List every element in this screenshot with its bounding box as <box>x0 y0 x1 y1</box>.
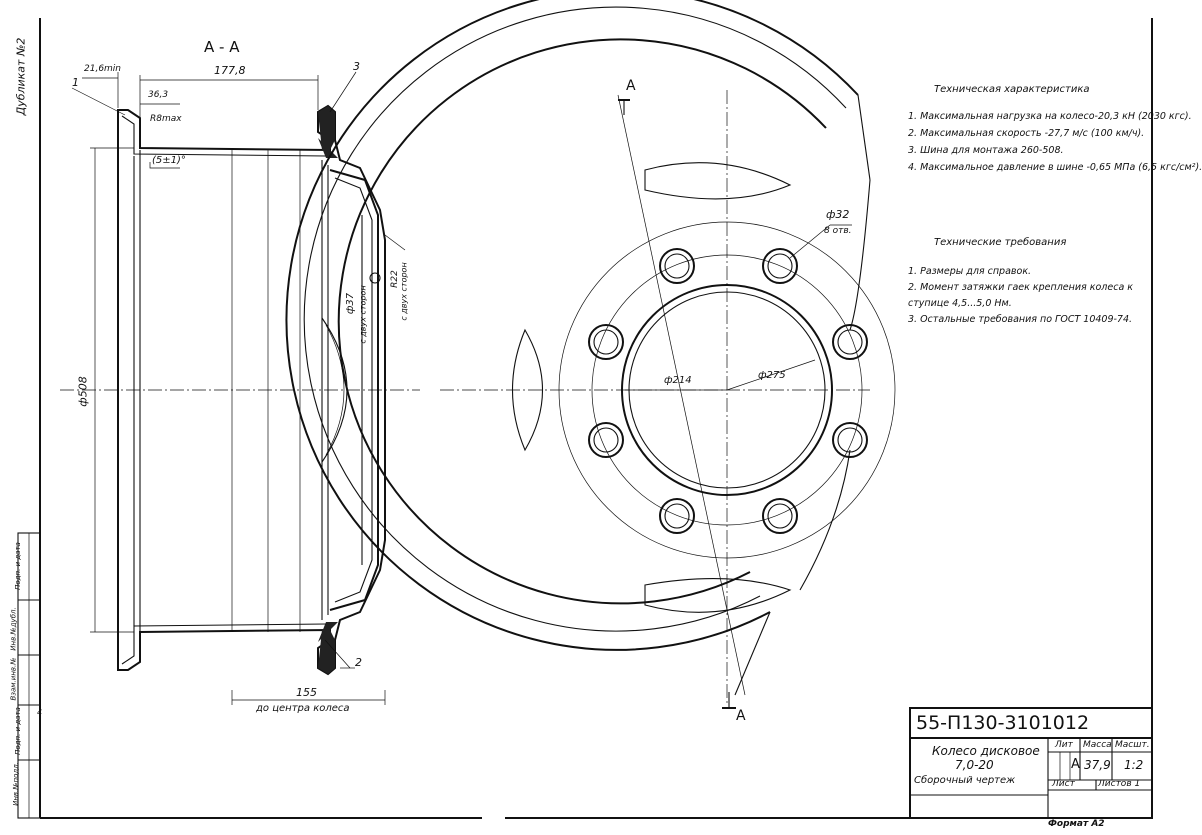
tech-req-heading: Технические требования <box>934 237 1067 248</box>
bolt-holes <box>588 248 868 534</box>
dim-37-note: с двух сторон <box>358 285 368 344</box>
dim-37: ф37 <box>345 292 357 315</box>
dim-155-note: до центра колеса <box>256 703 350 714</box>
section-mark-bottom: A <box>736 708 746 724</box>
dim-32: ф32 <box>826 208 850 221</box>
hdr-scale: Масшт. <box>1115 740 1150 750</box>
side-stamp-label: Подп. и дата <box>13 542 22 590</box>
format-label: Формат А2 <box>1048 819 1105 829</box>
sheets-label: Листов 1 <box>1098 779 1141 789</box>
dim-r22-note: с двух сторон <box>399 262 409 321</box>
mass-value: 37,9 <box>1084 758 1111 772</box>
dim-36-3: 36,3 <box>148 90 169 100</box>
tech-char-item: 4. Максимальное давление в шине -0,65 МП… <box>908 162 1202 173</box>
side-stamp <box>17 532 41 819</box>
side-stamp-label: Подп. и дата <box>13 707 22 755</box>
sheet-label: Лист <box>1052 779 1075 789</box>
section-view <box>60 71 420 705</box>
tech-char-list: 1. Максимальная нагрузка на колесо-20,3 … <box>908 108 1202 176</box>
dim-r8max: R8max <box>150 114 182 124</box>
drawing-sheet <box>17 0 1153 819</box>
dim-214: ф214 <box>664 375 692 386</box>
dim-32-note: 8 отв. <box>824 226 852 236</box>
part-name-line3: Сборочный чертеж <box>914 775 1016 786</box>
section-mark-top: A <box>626 78 636 94</box>
title-block-grid <box>909 707 1153 819</box>
tech-char-item: 1. Максимальная нагрузка на колесо-20,3 … <box>908 111 1192 122</box>
tech-char-item: 2. Максимальная скорость -27,7 м/с (100 … <box>908 128 1145 139</box>
scale-value: 1:2 <box>1124 758 1144 772</box>
corner-duplicate-label: Дубликат №2 <box>14 37 28 116</box>
dim-275: ф275 <box>758 370 786 381</box>
section-title: А - А <box>204 38 240 56</box>
tech-char-item: 3. Шина для монтажа 260-508. <box>908 145 1064 156</box>
dim-21-6min: 21,6min <box>84 64 122 74</box>
bolt-pitch-circle <box>591 254 863 526</box>
callout-2: 2 <box>355 656 362 669</box>
tech-req-item: ступице 4,5...5,0 Нм. <box>908 298 1012 309</box>
tech-char-heading: Техническая характеристика <box>934 84 1090 95</box>
front-view <box>285 0 896 709</box>
side-stamp-label: Инв.№подл. <box>11 762 20 806</box>
side-stamp-label: Инв.№дубл. <box>9 607 18 651</box>
dim-508: ф508 <box>76 376 90 407</box>
lit-value: А <box>1071 757 1080 772</box>
tech-req-item: 3. Остальные требования по ГОСТ 10409-74… <box>908 314 1133 325</box>
part-name-line2: 7,0-20 <box>955 758 994 772</box>
callout-3: 3 <box>353 60 360 73</box>
tech-req-item: 2. Момент затяжки гаек крепления колеса … <box>908 282 1134 293</box>
dim-177-8: 177,8 <box>214 64 246 77</box>
doc-number: 55-П130-3101012 <box>916 712 1090 734</box>
hdr-mass: Масса <box>1083 740 1112 750</box>
dim-155: 155 <box>296 686 317 699</box>
tech-req-list: 1. Размеры для справок. 2. Момент затяжк… <box>908 264 1148 328</box>
hdr-lit: Лит <box>1055 740 1073 750</box>
side-mark: 4 <box>37 708 43 717</box>
tech-req-item: 1. Размеры для справок. <box>908 266 1032 277</box>
dim-angle: (5±1)° <box>152 155 186 166</box>
callout-1: 1 <box>72 76 79 89</box>
dim-r22: R22 <box>389 270 400 288</box>
hub-hole <box>621 284 833 496</box>
side-stamp-label: Взам.инв.№ <box>9 657 18 701</box>
part-name-line1: Колесо дисковое <box>932 744 1040 758</box>
